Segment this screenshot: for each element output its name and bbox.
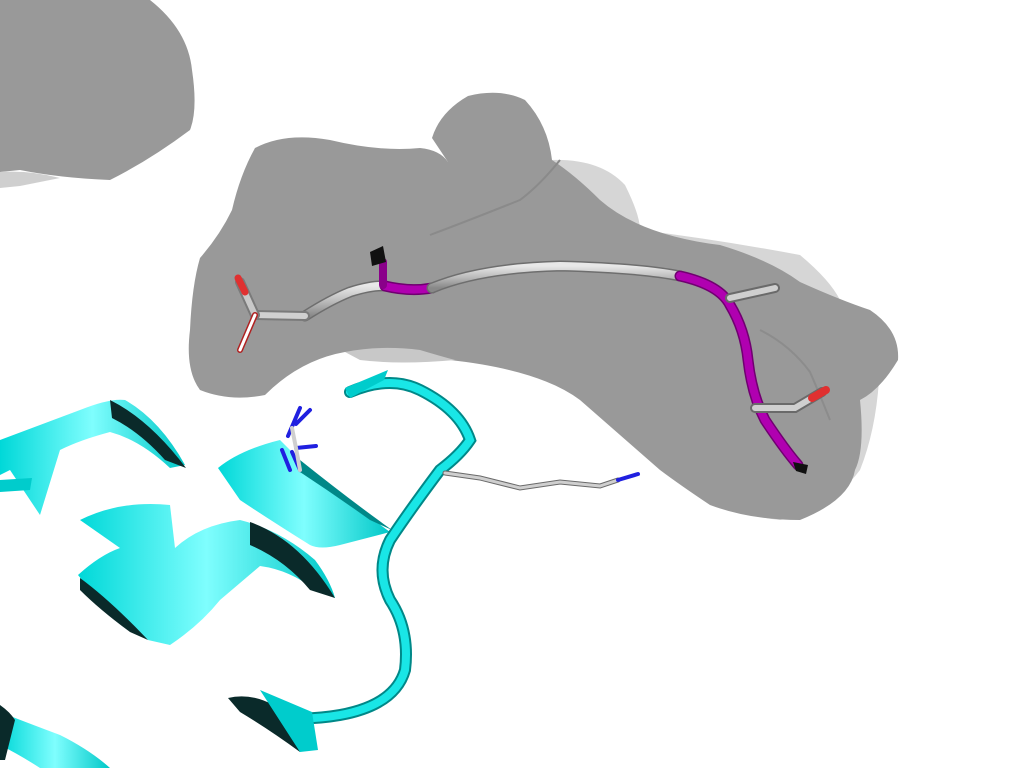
lysine-side-chain — [442, 470, 640, 491]
peptide-side-chain-acid — [234, 274, 310, 353]
peptide-backbone — [299, 246, 808, 474]
surface-rim-light — [345, 347, 455, 363]
peptide-surface — [188, 92, 899, 521]
loop-coil — [228, 370, 477, 752]
helix-ribbon-bottom-left — [0, 705, 110, 768]
helix-ribbon-left-middle — [78, 504, 335, 645]
peptide-side-chain-hydroxyl — [750, 386, 830, 413]
protein-surface-top-left — [0, 0, 195, 180]
surface-crease-2 — [759, 329, 831, 421]
surface-highlight-top-left — [0, 171, 60, 188]
surface-crease — [429, 159, 561, 236]
helix-ribbon-center — [218, 440, 392, 548]
helix-ribbon-left-upper — [0, 399, 186, 515]
guanidinium-side-chain — [280, 406, 318, 472]
peptide-side-chain-methyl — [725, 283, 780, 303]
